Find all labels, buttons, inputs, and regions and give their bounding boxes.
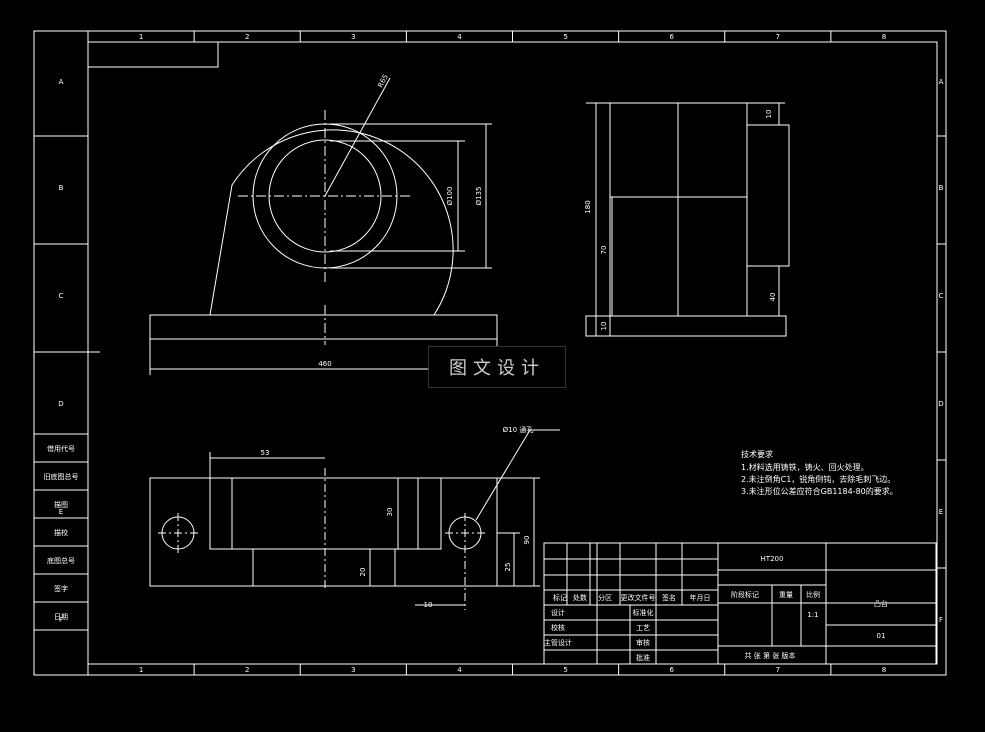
side-strip-label: 签字: [54, 584, 68, 593]
side-strip-label: 旧底图总号: [44, 472, 79, 481]
column-label-bottom: 1: [139, 666, 143, 674]
role-chief: 主管设计: [544, 638, 572, 647]
side-view: [585, 102, 790, 337]
column-label-bottom: 2: [245, 666, 249, 674]
column-label-top: 6: [669, 33, 674, 41]
role-check: 校核: [551, 623, 565, 632]
dim-side-bottom: 40: [769, 293, 777, 302]
pillow-block-body: [209, 129, 454, 316]
note-1: 1.材料选用铸铁，铸火、回火处理。: [741, 462, 869, 472]
column-label-bottom: 6: [669, 666, 674, 674]
row-label-left: F: [59, 616, 63, 624]
dim-d100: Ø100: [446, 187, 454, 206]
head-count: 处数: [573, 593, 587, 602]
row-label-right: B: [939, 184, 944, 192]
column-label-top: 5: [563, 33, 567, 41]
role-process: 工艺: [636, 624, 650, 632]
sheet-info: 共 张 第 张 版本: [745, 651, 796, 660]
row-label-left: E: [59, 508, 63, 516]
column-label-top: 7: [776, 33, 780, 41]
side-strip-label: 借用代号: [47, 444, 75, 453]
dim-53: 53: [261, 449, 270, 457]
row-label-left: C: [59, 292, 64, 300]
column-label-bottom: 3: [351, 666, 355, 674]
row-label-left: D: [58, 400, 63, 408]
head-file: 更改文件号: [621, 593, 656, 602]
column-label-bottom: 8: [882, 666, 886, 674]
row-label-right: C: [939, 292, 944, 300]
dim-side-mid: 70: [600, 246, 608, 255]
dim-hole-note: Ø10 通孔: [503, 425, 534, 434]
column-label-top: 4: [457, 33, 462, 41]
dim-total: 90: [523, 536, 531, 545]
side-strip-label: 描校: [54, 528, 68, 537]
column-label-top: 2: [245, 33, 249, 41]
dim-small: 20: [359, 568, 367, 577]
notes-title: 技术要求: [741, 449, 773, 459]
stage-label: 阶段标记: [731, 590, 759, 599]
dim-side-top: 10: [765, 110, 773, 119]
column-label-bottom: 4: [457, 666, 462, 674]
part-code: 01: [877, 632, 886, 640]
row-label-right: A: [939, 78, 944, 86]
head-zone: 分区: [598, 593, 612, 602]
scale-value: 1:1: [807, 611, 818, 619]
column-label-top: 3: [351, 33, 355, 41]
column-label-bottom: 7: [776, 666, 780, 674]
side-base: [585, 315, 787, 337]
part-name: 凸台: [874, 599, 888, 608]
row-label-right: E: [939, 508, 943, 516]
title-block: [543, 542, 937, 665]
role-review: 审核: [636, 638, 650, 647]
top-view: [149, 429, 560, 610]
row-label-left: B: [59, 184, 64, 192]
watermark-text: 图文设计: [449, 358, 545, 379]
dim-d135: Ø135: [475, 187, 483, 206]
column-labels: 1 1 2 2 3 3 4 4 5 5 6 6 7 7 8 8: [139, 33, 886, 674]
side-strip-label: 日期: [54, 613, 68, 621]
dim-offset: 25: [504, 563, 512, 572]
row-label-right: D: [938, 400, 943, 408]
head-sign: 签名: [662, 593, 676, 602]
note-3: 3.未注形位公差应符合GB1184-80的要求。: [741, 486, 898, 496]
dim-inner-height: 30: [386, 508, 394, 517]
scale-label: 比例: [806, 590, 820, 599]
dim-side-height: 180: [584, 200, 592, 213]
side-strip-label: 描图: [54, 500, 68, 509]
head-mark: 标记: [553, 593, 567, 602]
code-box: [87, 41, 219, 68]
column-label-top: 1: [139, 33, 143, 41]
head-date: 年月日: [690, 593, 711, 602]
dim-left-edge: 10: [424, 601, 433, 609]
row-labels: A A B B C C D D E E F F: [58, 78, 943, 624]
role-standard: 标准化: [633, 608, 654, 617]
weight-label: 重量: [779, 591, 793, 599]
column-label-bottom: 5: [563, 666, 567, 674]
role-approve: 批准: [636, 653, 650, 662]
front-base: [149, 314, 498, 340]
front-view: [149, 77, 498, 375]
watermark-box: 图文设计: [428, 346, 566, 388]
dim-side-base: 10: [600, 322, 608, 331]
note-2: 2.未注倒角C1，锐角倒钝，去除毛刺飞边。: [741, 474, 895, 484]
side-strip-label: 底图总号: [47, 556, 75, 565]
column-label-top: 8: [882, 33, 886, 41]
material: HT200: [761, 555, 784, 563]
role-design: 设计: [551, 608, 565, 617]
row-label-right: F: [939, 616, 943, 624]
row-label-left: A: [59, 78, 64, 86]
dim-460: 460: [318, 360, 331, 368]
